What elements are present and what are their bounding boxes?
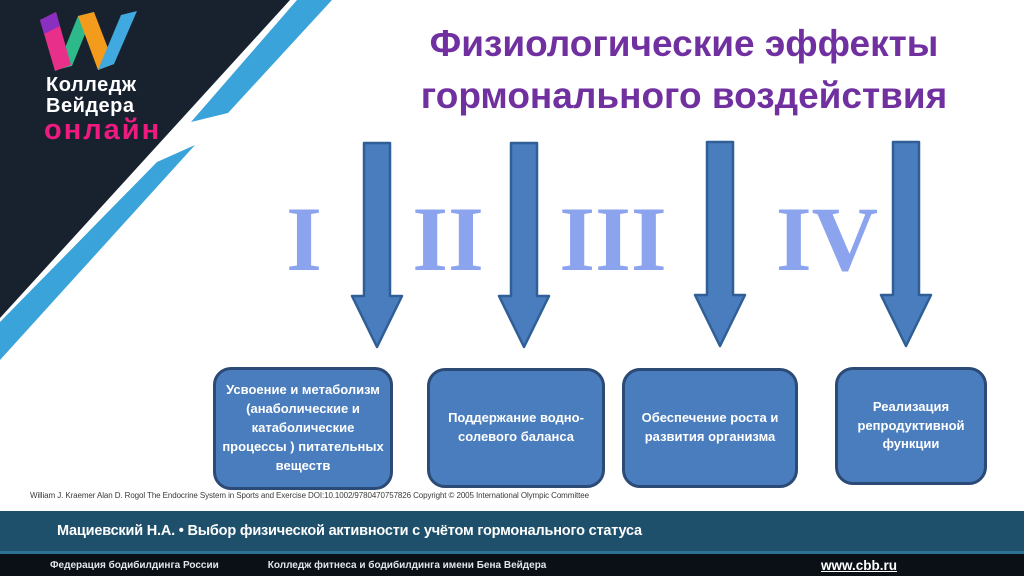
stage-box-1: Усвоение и метаболизм (анаболические и к… [213,367,393,490]
logo-text-weider: Вейдера [46,95,135,117]
down-arrow-icon [350,141,404,349]
federation-label: Федерация бодибилдинга России [50,559,219,571]
weider-w-logo-icon [40,11,137,71]
slide-title-line1: Физиологические эффекты [429,23,939,64]
stage-box-4-label: Реализация репродуктивной функции [857,398,965,452]
slide-title-line2: гормонального воздействия [420,75,948,116]
down-arrow-icon [693,140,747,348]
stage-box-1-label: Усвоение и метаболизм (анаболические и к… [222,382,384,473]
stage-box-2-label: Поддержание водно- солевого баланса [448,410,584,444]
slide-title: Физиологические эффекты гормонального во… [352,18,1016,122]
stage-numeral-2: II [412,188,484,290]
stage-box-4: Реализация репродуктивной функции [835,367,987,485]
stage-box-3: Обеспечение роста и развития организма [622,368,798,488]
footer-lecture-bar: Мациевский Н.А. • Выбор физической актив… [0,511,1024,551]
down-arrow-icon [879,140,933,348]
stage-numeral-4: IV [775,188,879,290]
college-label: Колледж фитнеса и бодибилдинга имени Бен… [267,559,547,571]
citation-text: William J. Kraemer Alan D. Rogol The End… [30,491,589,500]
stage-box-3-label: Обеспечение роста и развития организма [641,410,779,444]
down-arrow-icon [497,141,551,349]
footer-divider [0,551,1024,554]
stage-box-2: Поддержание водно- солевого баланса [427,368,605,488]
logo-text-college: Колледж [46,74,137,96]
stage-numeral-1: I [286,188,322,290]
stage-numeral-3: III [559,188,667,290]
website-link[interactable]: www.cbb.ru [820,557,897,573]
logo-text-online: онлайн [44,114,162,146]
lecture-title: Мациевский Н.А. • Выбор физической актив… [57,523,642,539]
footer-org-bar: Федерация бодибилдинга России Колледж фи… [0,554,1024,576]
